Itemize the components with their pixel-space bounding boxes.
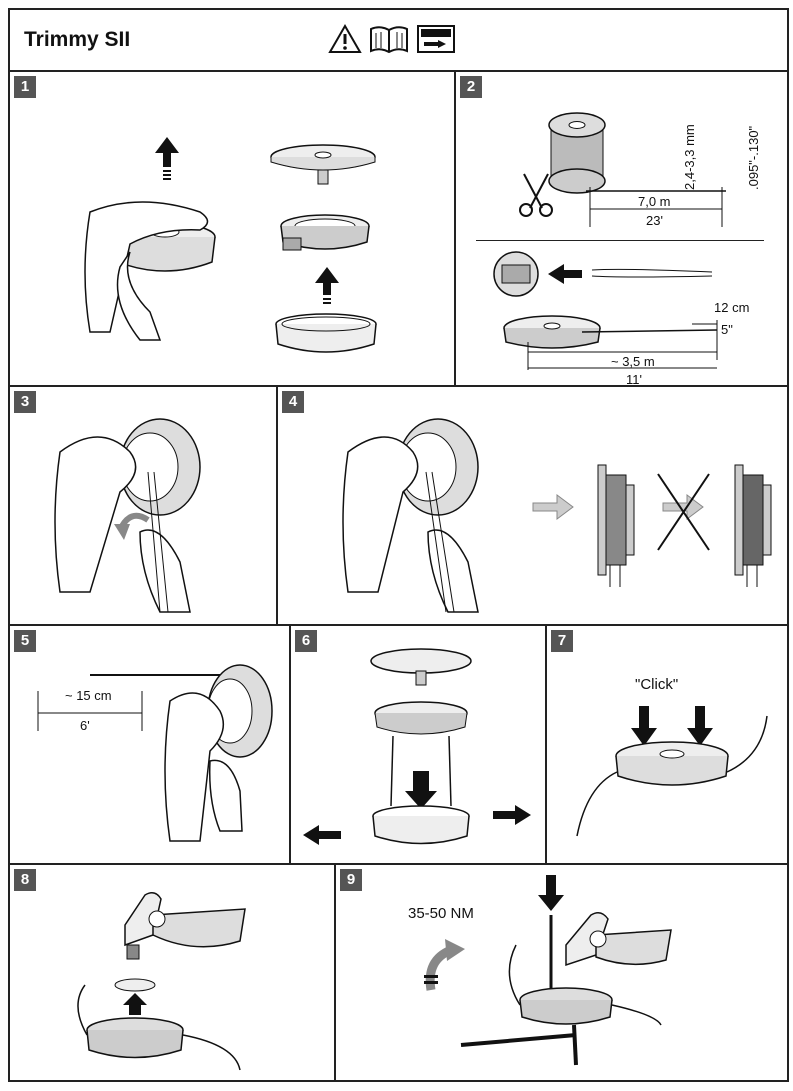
wrong-arrow-icon [662,494,704,520]
spool-illustration [280,214,370,251]
step-number: 1 [14,76,36,98]
step-3-panel: 3 [10,387,276,624]
step-7-panel: 7 "Click" [547,626,787,863]
warning-icon [328,23,362,53]
step-4-panel: 4 [278,387,787,624]
step-9-panel: 9 35-50 NM [336,865,787,1080]
click-sound-label: "Click" [635,676,679,693]
snap-on-illustration [576,706,768,837]
free-length-imperial: 6' [80,718,90,733]
step-1-panel: 1 [10,72,454,385]
correct-arrow-icon [532,494,574,520]
head-detail-illustration [493,251,718,370]
step-number: 4 [282,391,304,413]
line-half-metric: ~ 3,5 m [611,354,655,369]
tightening-illustration [460,875,672,1066]
winding-line-illustration [54,418,201,613]
step-number: 2 [460,76,482,98]
step-6-panel: 6 [291,626,545,863]
step-number: 5 [14,630,36,652]
line-length-dimension [586,187,726,227]
step-number: 3 [14,391,36,413]
scissors-icon [519,173,553,217]
instruction-panel-icon [417,25,455,53]
manual-book-icon [370,26,408,54]
line-length-imperial: 23' [646,213,663,228]
line-end-imperial: 5" [721,322,733,337]
line-diameter-imperial: .095"-.130" [746,125,761,190]
correct-winding-illustration [597,464,635,587]
insert-arrow-icon [315,267,339,304]
step-number: 9 [340,869,362,891]
mounting-illustration [77,892,246,1071]
line-half-imperial: 11' [626,372,642,387]
line-end-metric: 12 cm [714,300,750,315]
line-slot-illustration [37,664,273,842]
line-diameter-metric: 2,4-3,3 mm [682,124,697,190]
header: Trimmy SII [10,10,787,72]
header-icons [328,23,456,54]
cover-illustration [270,144,376,185]
page-title: Trimmy SII [24,28,131,51]
torque-arrow-icon [424,939,465,991]
torque-label: 35-50 NM [408,905,474,922]
housing-illustration [275,313,377,353]
line-length-metric: 7,0 m [638,194,671,209]
step-number: 6 [295,630,317,652]
step-2-panel: 2 7,0 m 23' 2,4-3,3 mm .095"-.130" [456,72,787,387]
reassembly-illustration [303,648,531,845]
free-length-metric: ~ 15 cm [65,688,112,703]
step-number: 7 [551,630,573,652]
instruction-sheet: Trimmy SII [8,8,789,1082]
incorrect-winding-illustration [734,464,772,587]
hand-holding-head-illustration [84,201,216,341]
lift-arrow-icon [155,137,179,180]
line-reel-illustration [548,112,606,194]
step-number: 8 [14,869,36,891]
step-8-panel: 8 [10,865,334,1080]
cross-icon [657,473,710,551]
step-5-panel: 5 ~ 15 cm 6' [10,626,289,863]
winding-direction-illustration [342,418,479,613]
